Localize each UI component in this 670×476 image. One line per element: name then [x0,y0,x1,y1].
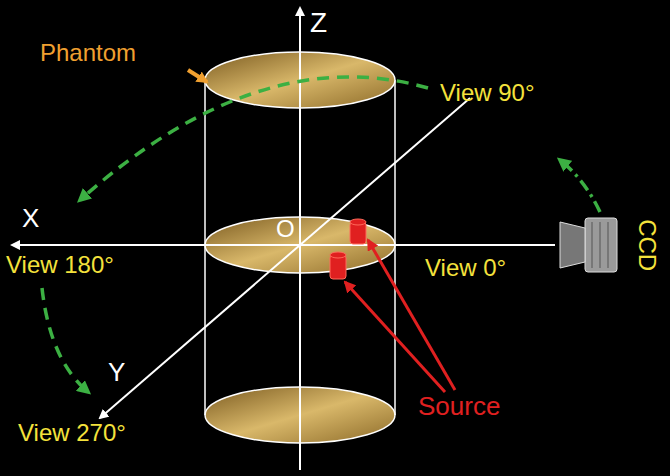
view-label: View 270° [18,420,126,446]
axis-label: Y [108,358,125,387]
origin-label: O [276,216,295,242]
phantom-label: Phantom [40,40,136,66]
source-label: Source [418,392,500,421]
ccd-label: CCD [634,219,660,271]
ccd-camera [560,218,617,272]
view-label: View 0° [425,255,506,281]
axis-label: Z [310,8,327,39]
view-label: View 90° [440,80,535,106]
view-label: View 180° [6,252,114,278]
axis-label: X [22,204,39,233]
